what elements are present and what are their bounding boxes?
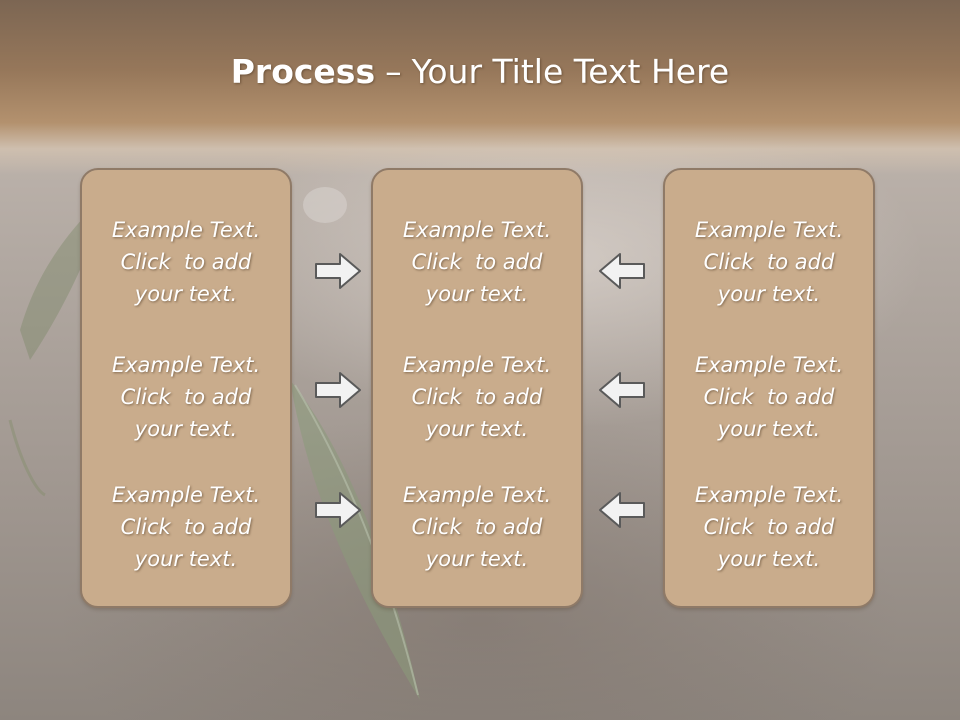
text-line: your text. [425,282,529,306]
text-line: Example Text. [694,218,844,242]
text-line: Example Text. [111,353,261,377]
text-line: Click to add [120,515,252,539]
text-line: Click to add [120,250,252,274]
text-line: your text. [134,417,238,441]
text-placeholder[interactable]: Example Text. Click to add your text. [82,479,290,575]
text-line: your text. [134,547,238,571]
text-line: your text. [425,547,529,571]
text-line: Example Text. [402,218,552,242]
text-line: Example Text. [111,483,261,507]
header-band [0,0,960,175]
text-line: Click to add [120,385,252,409]
arrow-left-icon[interactable] [598,370,646,410]
process-box-right[interactable]: Example Text. Click to add your text. Ex… [663,168,875,608]
text-line: Example Text. [694,483,844,507]
text-line: Click to add [703,385,835,409]
text-placeholder[interactable]: Example Text. Click to add your text. [373,214,581,310]
process-box-center[interactable]: Example Text. Click to add your text. Ex… [371,168,583,608]
text-line: your text. [717,547,821,571]
text-placeholder[interactable]: Example Text. Click to add your text. [665,479,873,575]
text-line: Click to add [411,515,543,539]
text-line: Click to add [411,250,543,274]
text-placeholder[interactable]: Example Text. Click to add your text. [373,479,581,575]
text-line: Example Text. [402,353,552,377]
text-placeholder[interactable]: Example Text. Click to add your text. [665,214,873,310]
arrow-left-icon[interactable] [598,490,646,530]
arrow-right-icon[interactable] [314,251,362,291]
text-line: Click to add [411,385,543,409]
title-dash: – [385,52,402,91]
text-placeholder[interactable]: Example Text. Click to add your text. [665,349,873,445]
slide-title[interactable]: Process–Your Title Text Here [0,52,960,91]
arrow-left-icon[interactable] [598,251,646,291]
text-line: Example Text. [111,218,261,242]
text-line: Click to add [703,250,835,274]
title-rest: Your Title Text Here [411,52,730,91]
process-box-left[interactable]: Example Text. Click to add your text. Ex… [80,168,292,608]
text-line: your text. [717,417,821,441]
arrow-right-icon[interactable] [314,370,362,410]
arrow-right-icon[interactable] [314,490,362,530]
text-placeholder[interactable]: Example Text. Click to add your text. [82,214,290,310]
text-placeholder[interactable]: Example Text. Click to add your text. [82,349,290,445]
text-placeholder[interactable]: Example Text. Click to add your text. [373,349,581,445]
text-line: Example Text. [402,483,552,507]
text-line: Click to add [703,515,835,539]
text-line: Example Text. [694,353,844,377]
text-line: your text. [717,282,821,306]
text-line: your text. [134,282,238,306]
text-line: your text. [425,417,529,441]
title-bold: Process [230,52,376,91]
